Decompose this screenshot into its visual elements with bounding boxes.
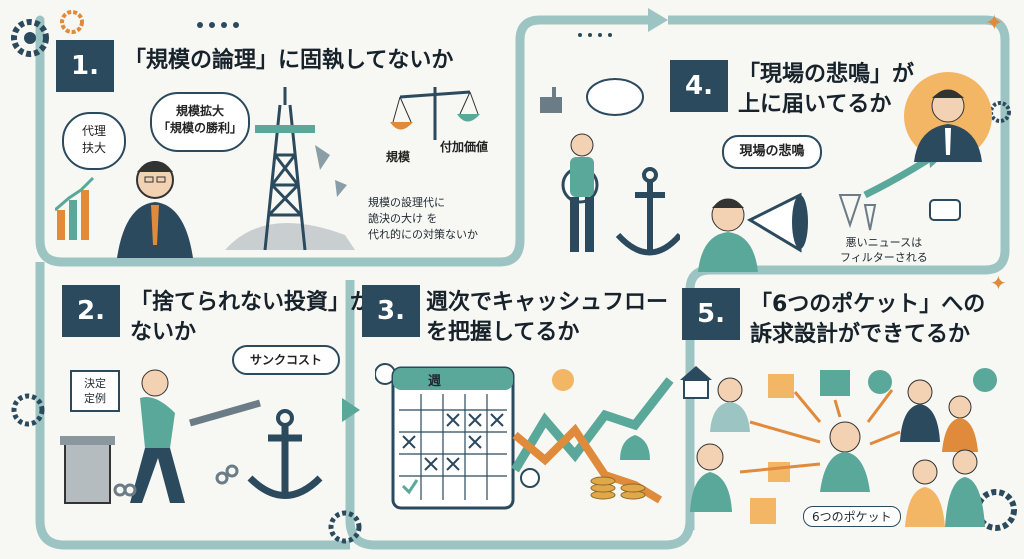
step-3-title-line-2: を把握してるか	[426, 320, 580, 345]
step-2-title: 「捨てられない投資」が ないか	[130, 288, 372, 348]
step-5-title-line-2: 訴求設計ができてるか	[750, 322, 971, 347]
caption-4-line-2: フィルターされる	[840, 251, 928, 264]
step-4-title-line-2: 上に届いてるか	[738, 92, 892, 117]
svg-text:✦: ✦	[990, 271, 1007, 295]
step-2-number: 2.	[62, 285, 120, 337]
step-3-number: 3.	[362, 285, 420, 337]
scale-bubble-line-2: 「規模の勝利」	[157, 121, 242, 135]
decision-sign: 決定 定例	[70, 370, 120, 412]
caption-4-line-1: 悪いニュースは	[845, 236, 923, 249]
small-bubble-line-2: 扶大	[81, 141, 106, 155]
caption-line-1: 規模の設理代に	[368, 196, 445, 209]
calendar-header-label: 週	[428, 374, 442, 389]
step-4-title: 「現場の悲鳴」が 上に届いてるか	[738, 60, 914, 120]
step-3-title: 週次でキャッシュフロー を把握してるか	[426, 288, 668, 348]
step-1-title: 「規模の論理」に固執してないか	[124, 48, 454, 73]
scale-bubble-line-1: 規模拡大	[175, 104, 224, 118]
scale-bubble: 規模拡大 「規模の勝利」	[150, 92, 250, 152]
executive-avatar	[904, 72, 992, 162]
step-4-title-line-1: 「現場の悲鳴」が	[738, 62, 915, 87]
megaphone-manager-scene	[698, 150, 961, 272]
six-pockets-scene	[680, 366, 997, 527]
step-1-number: 1.	[56, 40, 114, 92]
sunk-cost-bubble: サンクコスト	[232, 345, 340, 375]
thinking-businessman	[55, 161, 193, 258]
svg-text:✦: ✦	[985, 11, 1003, 36]
step-2-title-line-2: ないか	[130, 320, 197, 345]
scale-left-label: 規模	[386, 150, 411, 164]
step-4-number: 4.	[670, 60, 728, 112]
tower-illustration	[225, 87, 355, 251]
step-5-number: 5.	[682, 288, 740, 340]
balance-scale-icon	[390, 87, 480, 140]
weekly-cashflow-scene	[375, 363, 674, 510]
field-voice-bubble: 現場の悲鳴	[722, 135, 822, 169]
small-thought-bubble: 代理 扶大	[62, 112, 126, 170]
panel-4-caption: 悪いニュースは フィルターされる	[840, 235, 928, 265]
step-5-title: 「6つのポケット」への 訴求設計ができてるか	[750, 290, 985, 350]
step-5-title-line-1: 「6つのポケット」への	[750, 292, 986, 317]
caption-line-2: 詭決の大け を	[368, 212, 438, 225]
small-bubble-line-1: 代理	[81, 124, 106, 138]
step-2-title-line-1: 「捨てられない投資」が	[130, 290, 373, 315]
caption-line-3: 代れ的にの対策ないか	[368, 228, 478, 241]
panel-1-caption: 規模の設理代に 詭決の大け を 代れ的にの対策ないか	[368, 195, 478, 243]
anchor-stuck-worker	[540, 78, 680, 256]
decision-sign-line-1: 決定	[84, 377, 106, 390]
decision-sign-line-2: 定例	[84, 392, 106, 405]
six-pockets-label: 6つのポケット	[803, 506, 901, 527]
step-3-title-line-1: 週次でキャッシュフロー	[426, 290, 669, 315]
scale-right-label: 付加価値	[440, 140, 489, 154]
sawing-worker-scene	[60, 369, 323, 504]
